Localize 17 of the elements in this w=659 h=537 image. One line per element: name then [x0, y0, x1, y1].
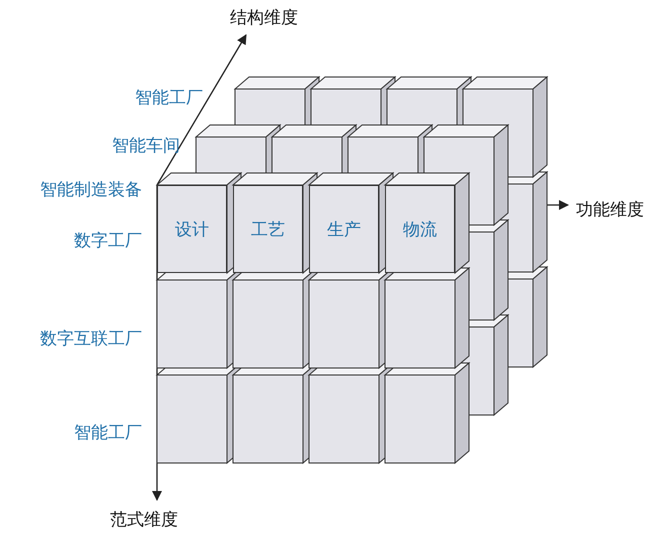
face-label: 工艺: [251, 218, 285, 240]
level-label: 智能工厂: [74, 423, 142, 443]
level-label: 数字互联工厂: [40, 329, 142, 349]
level-label: 智能制造装备: [40, 180, 142, 200]
axis-label: 结构维度: [230, 8, 298, 28]
level-label: 智能工厂: [135, 88, 203, 108]
level-label: 数字工厂: [74, 231, 142, 251]
level-label: 智能车间: [112, 136, 180, 156]
cube-face: [233, 185, 303, 273]
face-label: 物流: [403, 218, 437, 240]
axis-label: 功能维度: [576, 200, 644, 220]
axis-label: 范式维度: [110, 510, 178, 530]
cube-face: [157, 185, 227, 273]
cube-face: [309, 185, 379, 273]
face-label: 生产: [327, 218, 361, 240]
cube-face: [385, 185, 455, 273]
face-label: 设计: [175, 218, 209, 240]
